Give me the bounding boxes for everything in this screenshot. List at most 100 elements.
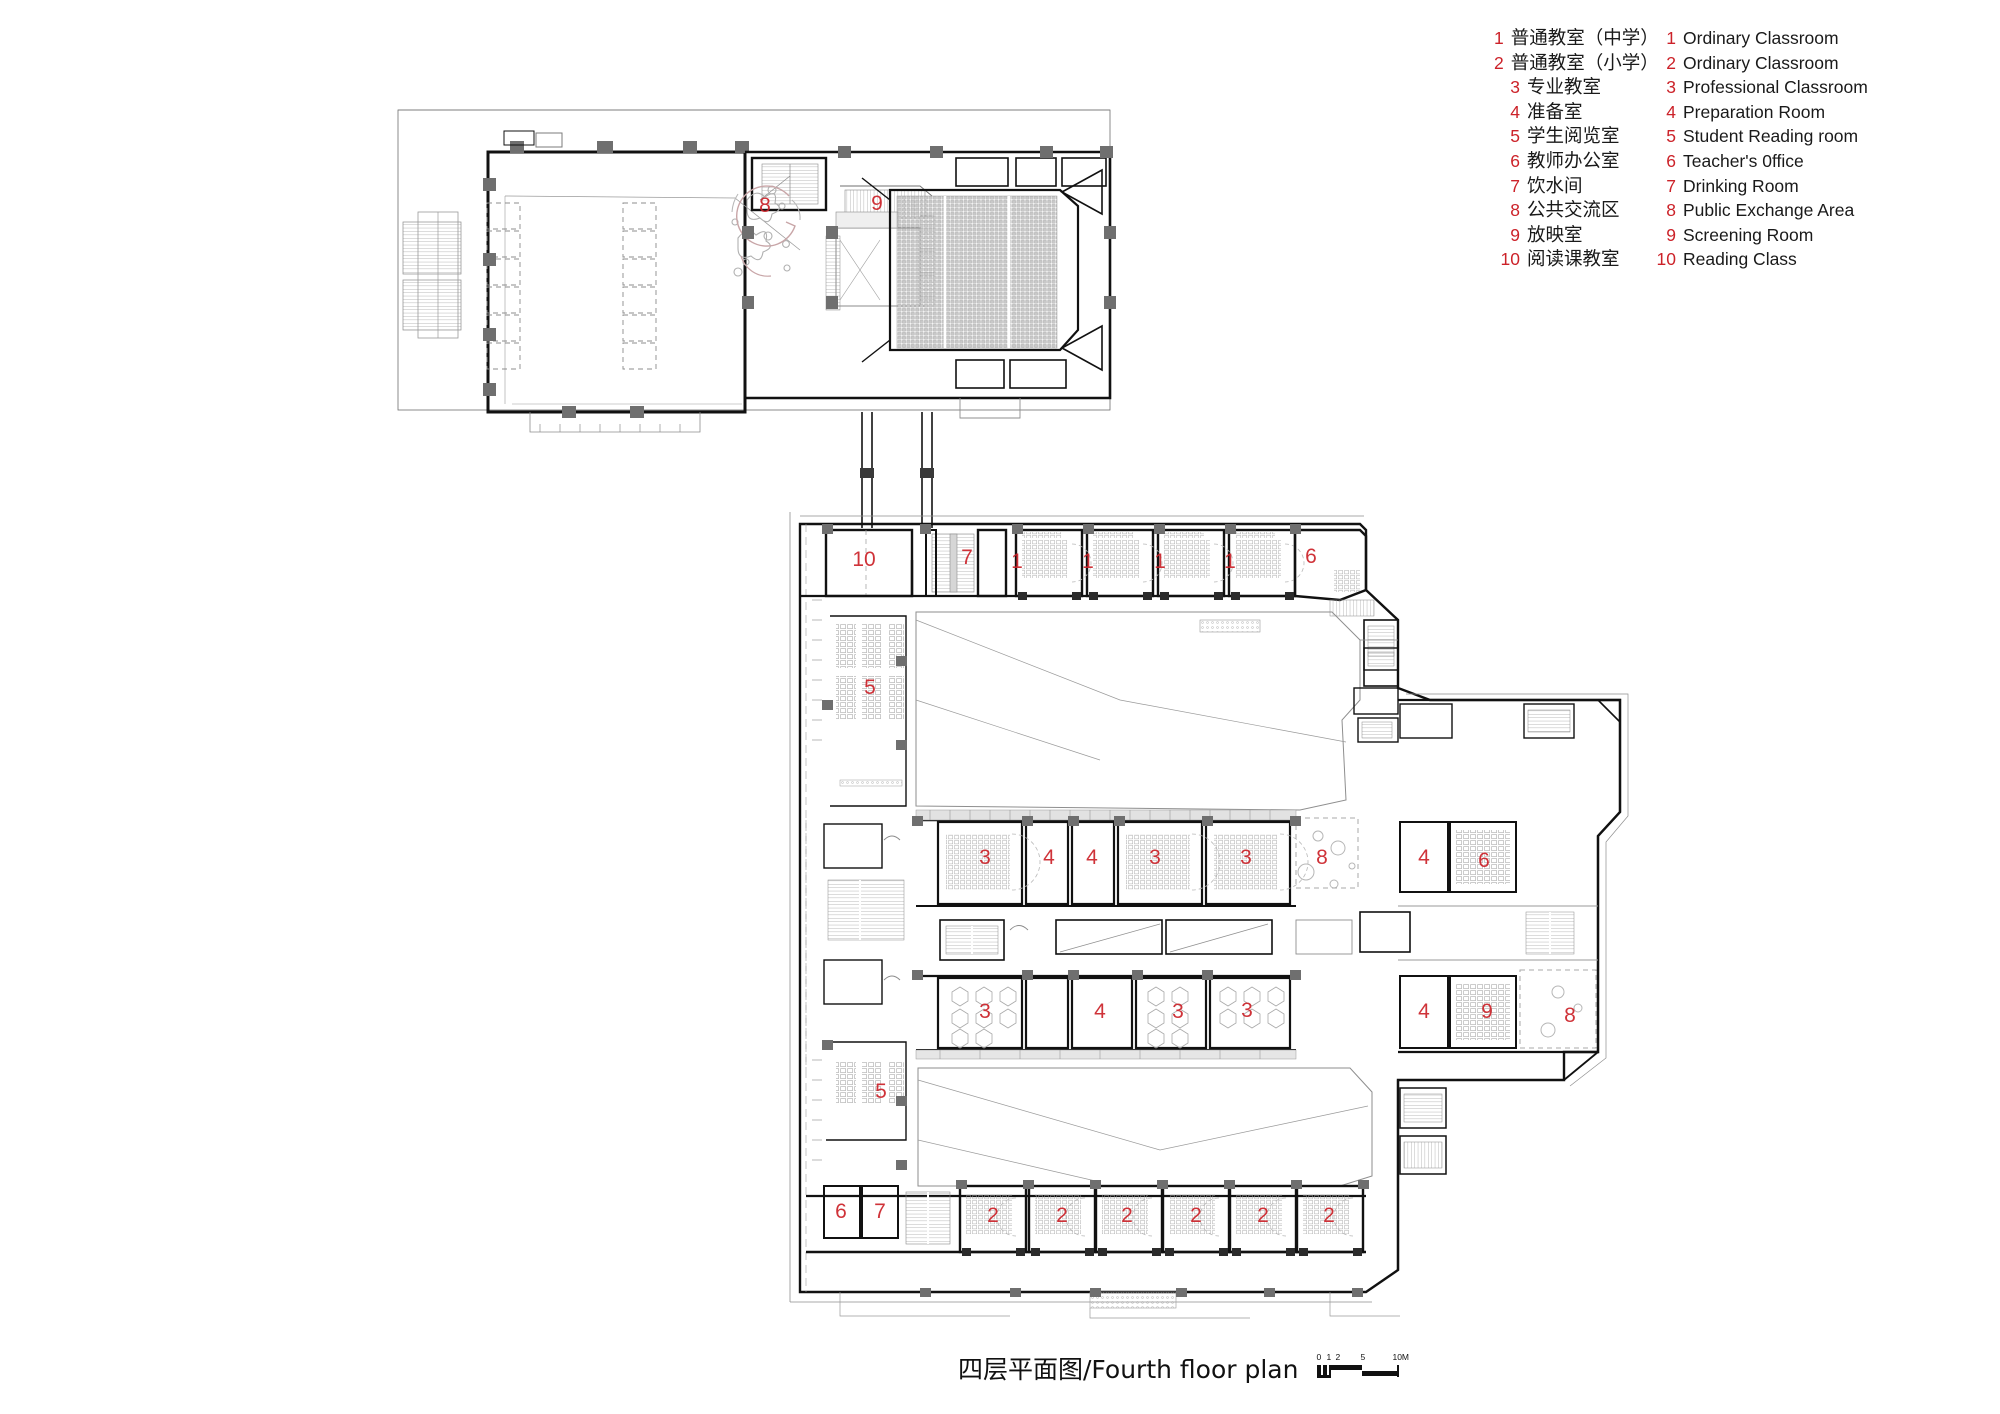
legend-num-cn-8: 8 <box>1510 200 1520 221</box>
legend-label-cn-10: 阅读课教室 <box>1527 249 1620 271</box>
auditorium-seating <box>861 168 1103 372</box>
room-label-r-6-bot: 6 <box>835 1200 847 1223</box>
legend-row-cn-2: 2 普通教室（小学） <box>1494 51 1659 76</box>
legend-num-en-8: 8 <box>1666 200 1676 221</box>
legend-label-cn-9: 放映室 <box>1527 224 1583 246</box>
room-label-r-1-c: 1 <box>1154 550 1166 573</box>
scale-tick-2: 2 <box>1335 1352 1341 1362</box>
room-label-r-2-c: 2 <box>1121 1204 1133 1227</box>
legend-num-cn-9: 9 <box>1510 224 1520 245</box>
legend-row-cn-8: 8 公共交流区 <box>1494 198 1650 223</box>
legend-label-en-9: Screening Room <box>1683 224 1814 245</box>
room-label-r-7-bot: 7 <box>874 1200 886 1223</box>
legend-label-cn-6: 教师办公室 <box>1527 150 1620 172</box>
room-label-r-9-right: 9 <box>1481 1000 1493 1023</box>
connecting-bridge <box>860 412 934 528</box>
legend-label-cn-8: 公共交流区 <box>1527 200 1620 222</box>
mid-service-band <box>939 911 1411 961</box>
scale-tick-10: 10M <box>1392 1352 1410 1362</box>
legend-num-en-3: 3 <box>1666 77 1676 98</box>
room-label-r-3-e: 3 <box>1172 1000 1184 1023</box>
legend-label-en-6: Teacher's 0ffice <box>1683 150 1804 171</box>
legend-num-cn-3: 3 <box>1510 77 1520 98</box>
legend-row-en-1: 1 Ordinary Classroom <box>1650 26 1868 51</box>
legend-label-cn-3: 专业教室 <box>1527 77 1602 99</box>
scale-tick-0: 0 <box>1316 1352 1322 1362</box>
room-label-r-4-a: 4 <box>1043 846 1055 869</box>
room-label-r-2-e: 2 <box>1257 1204 1269 1227</box>
legend-row-cn-3: 3 专业教室 <box>1494 75 1650 100</box>
room-label-r-4-b: 4 <box>1086 846 1098 869</box>
room-label-r-4-c: 4 <box>1094 1000 1106 1023</box>
legend-label-cn-2: 普通教室（小学） <box>1510 52 1659 74</box>
room-label-r-3-a: 3 <box>979 846 991 869</box>
legend-label-cn-5: 学生阅览室 <box>1527 126 1620 148</box>
upper-atrium <box>915 599 1399 811</box>
north-east-block <box>731 146 1116 419</box>
legend-row-en-2: 2 Ordinary Classroom <box>1650 51 1868 76</box>
legend-num-cn-6: 6 <box>1510 150 1520 171</box>
room-label-r-5-lower: 5 <box>875 1080 887 1103</box>
legend-row-cn-4: 4 准备室 <box>1494 100 1650 125</box>
lower-atrium <box>917 1067 1373 1187</box>
legend-num-cn-2: 2 <box>1494 52 1504 73</box>
room-label-r-6-top: 6 <box>1305 545 1317 568</box>
mid-room-row-lower <box>915 974 1297 1060</box>
room-label-r-8-north: 8 <box>759 194 771 217</box>
room-label-r-3-d: 3 <box>979 1000 991 1023</box>
room-label-r-8-right: 8 <box>1564 1004 1576 1027</box>
room-label-r-2-b: 2 <box>1056 1204 1068 1227</box>
page-title: 四层平面图/Fourth floor plan <box>958 1355 1299 1384</box>
legend-label-en-5: Student Reading room <box>1683 126 1859 147</box>
room-label-r-3-b: 3 <box>1149 846 1161 869</box>
legend-num-en-5: 5 <box>1666 126 1676 147</box>
legend-num-en-7: 7 <box>1666 175 1676 196</box>
legend-label-en-2: Ordinary Classroom <box>1683 52 1839 73</box>
legend-label-en-4: Preparation Room <box>1683 101 1826 122</box>
room-label-r-3-c: 3 <box>1240 846 1252 869</box>
mid-room-row-upper <box>915 809 1359 907</box>
north-stair-west <box>402 211 462 339</box>
legend-num-cn-4: 4 <box>1510 101 1520 122</box>
legend-row-cn-10: 10 阅读课教室 <box>1494 247 1650 272</box>
legend-label-cn-4: 准备室 <box>1527 101 1583 123</box>
legend-row-en-5: 5 Student Reading room <box>1650 124 1868 149</box>
room-label-r-4-right: 4 <box>1418 846 1430 869</box>
legend-label-en-10: Reading Class <box>1683 249 1797 270</box>
room-label-r-9-north: 9 <box>871 192 883 215</box>
legend-label-cn-1: 普通教室（中学） <box>1510 28 1659 49</box>
scale-tick-5: 5 <box>1360 1352 1366 1362</box>
legend-num-en-1: 1 <box>1666 28 1676 48</box>
room-label-r-4-right2: 4 <box>1418 1000 1430 1023</box>
legend-num-cn-10: 10 <box>1500 249 1520 270</box>
reading-room-upper <box>823 615 907 1141</box>
room-label-r-5-upper: 5 <box>864 676 876 699</box>
scale-bar: 0 1 2 5 10M <box>1316 1352 1410 1382</box>
room-label-r-1-b: 1 <box>1082 550 1094 573</box>
room-label-r-1-a: 1 <box>1011 550 1023 573</box>
top-room-row <box>800 524 1368 602</box>
legend-label-en-8: Public Exchange Area <box>1683 200 1855 221</box>
room-label-r-1-d: 1 <box>1224 550 1236 573</box>
room-label-r-7-top: 7 <box>961 546 973 569</box>
main-building <box>789 512 1629 1319</box>
legend-label-en-1: Ordinary Classroom <box>1683 28 1839 48</box>
ne-stair <box>750 156 828 212</box>
legend-num-cn-7: 7 <box>1510 175 1520 196</box>
legend-num-en-2: 2 <box>1666 52 1676 73</box>
room-label-r-10: 10 <box>852 548 876 571</box>
column-grid <box>822 656 1301 1170</box>
room-label-r-2-f: 2 <box>1323 1204 1335 1227</box>
room-label-r-8-mid: 8 <box>1316 846 1328 869</box>
